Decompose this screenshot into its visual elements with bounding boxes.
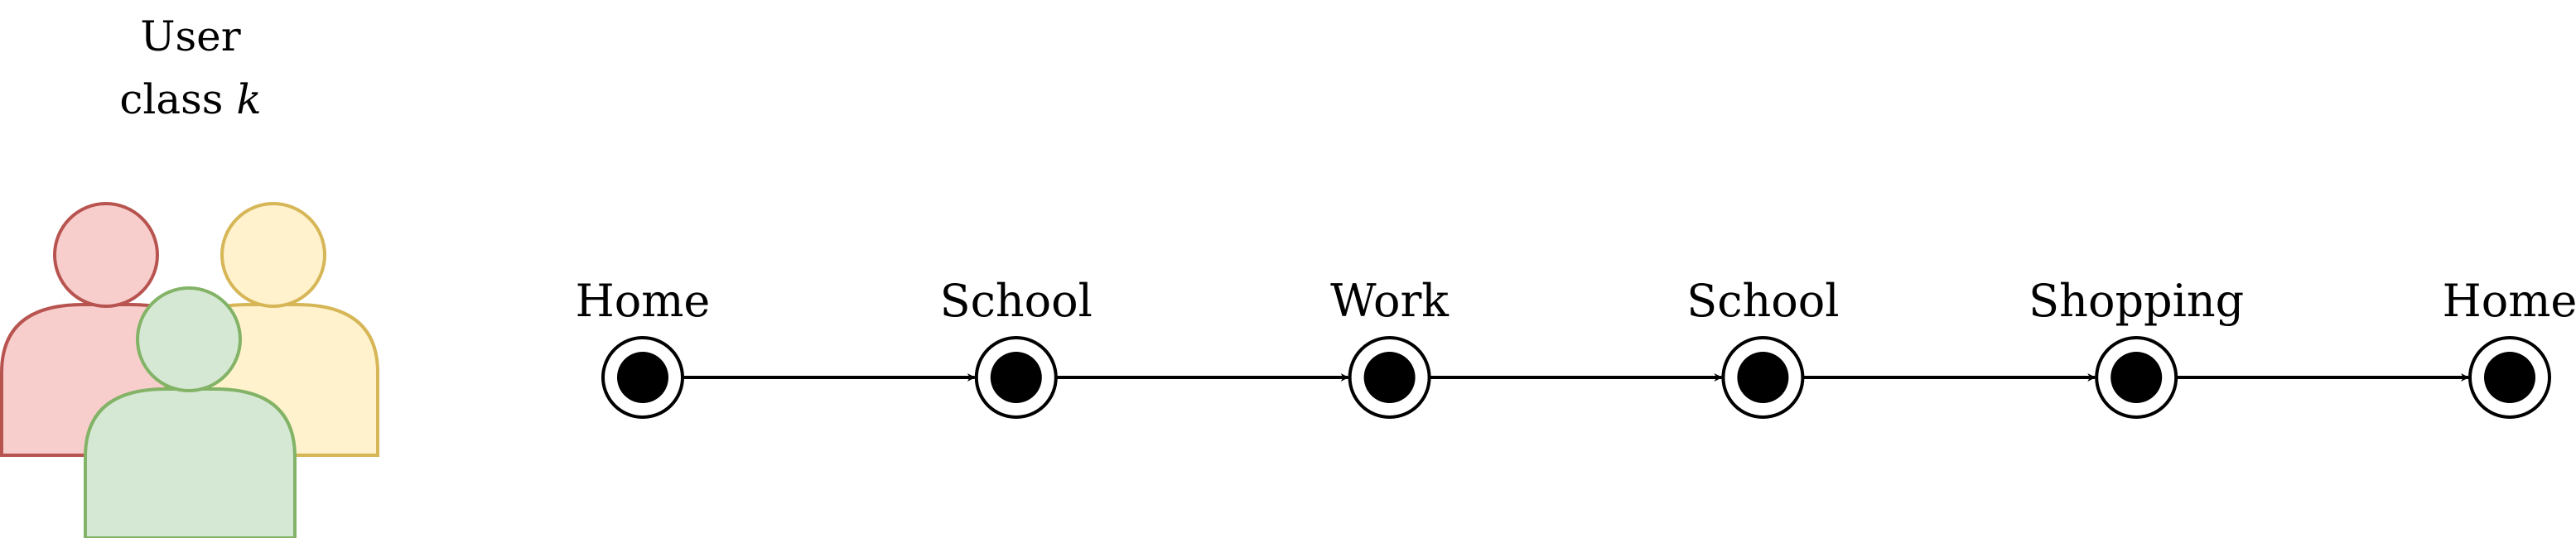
- user-class-caption: User class k: [83, 5, 298, 131]
- trip-stop-node: Work: [1330, 275, 1450, 419]
- trip-stop-node: School: [1686, 275, 1840, 419]
- trip-stop-node: Home: [576, 275, 711, 419]
- user-group-icon: [0, 202, 379, 538]
- trip-stop-node: Home: [2443, 275, 2576, 419]
- stop-label: Shopping: [2028, 275, 2244, 327]
- person-green-icon: [84, 286, 297, 538]
- trip-stop-node: School: [940, 275, 1093, 419]
- caption-class-prefix: class: [119, 75, 237, 123]
- trip-stops: Home School Work School Shopping Home: [576, 275, 2576, 419]
- stop-label: School: [940, 275, 1093, 327]
- stop-inner-dot: [2484, 352, 2535, 403]
- stop-label: Work: [1330, 275, 1450, 327]
- stop-label: Home: [576, 275, 711, 327]
- caption-line-class: class k: [83, 68, 298, 131]
- stop-label: School: [1686, 275, 1839, 327]
- stop-inner-dot: [2110, 352, 2163, 403]
- trip-stop-node: Shopping: [2028, 275, 2244, 419]
- caption-line-user: User: [140, 12, 241, 60]
- stop-label: Home: [2443, 275, 2576, 327]
- stop-inner-dot: [1737, 352, 1789, 403]
- caption-class-variable: k: [236, 75, 262, 123]
- stop-inner-dot: [617, 352, 668, 403]
- stop-inner-dot: [1363, 352, 1416, 403]
- stop-inner-dot: [990, 352, 1042, 403]
